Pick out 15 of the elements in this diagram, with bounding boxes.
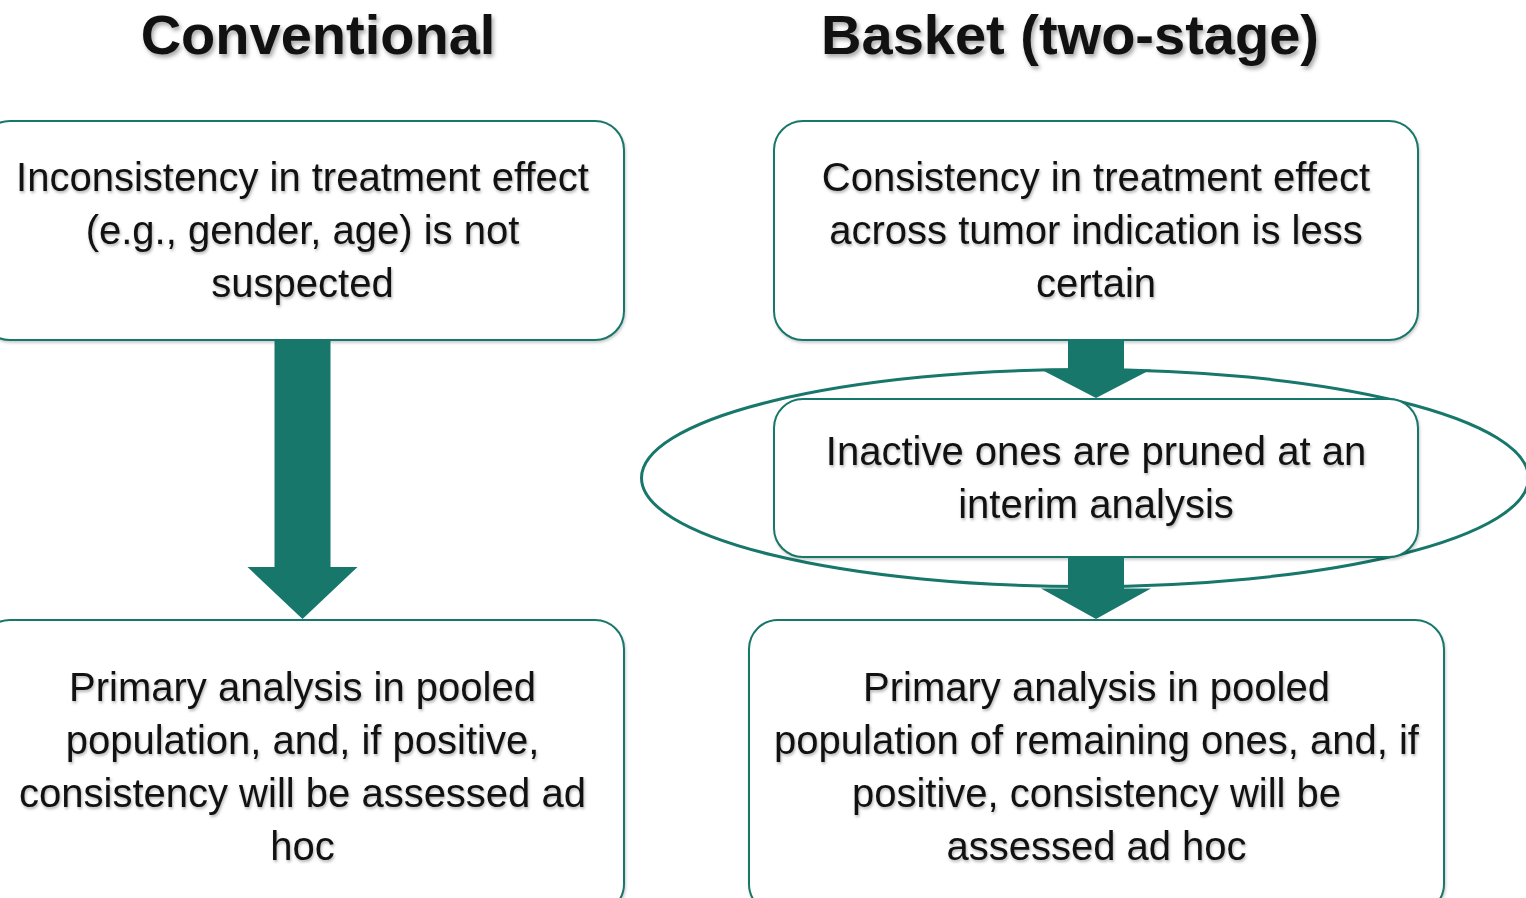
box-text: Inactive ones are pruned at an interim analysis: [824, 428, 1368, 528]
box-text: Consistency in treatment effect across tumor indication is less certain: [820, 154, 1372, 307]
text-box: [748, 619, 1445, 898]
column-heading: Conventional: [140, 2, 496, 67]
block-arrow: [247, 341, 358, 619]
text-box: [0, 619, 625, 898]
text-box: [773, 398, 1419, 558]
box-text: Inconsistency in treatment effect (e.g., gender, age) is not suspected: [15, 154, 590, 307]
box-text: Primary analysis in pooled population, and, if positive, consistency will be assessed ad hoc: [18, 663, 587, 870]
text-box: [773, 120, 1419, 341]
text-box: [0, 120, 625, 341]
block-arrow: [1041, 558, 1151, 619]
column-heading: Basket (two-stage): [821, 2, 1319, 67]
block-arrow: [1041, 341, 1151, 398]
box-text: Primary analysis in pooled population of remaining ones, and, if positive, consistency will be assessed ad hoc: [773, 663, 1420, 870]
